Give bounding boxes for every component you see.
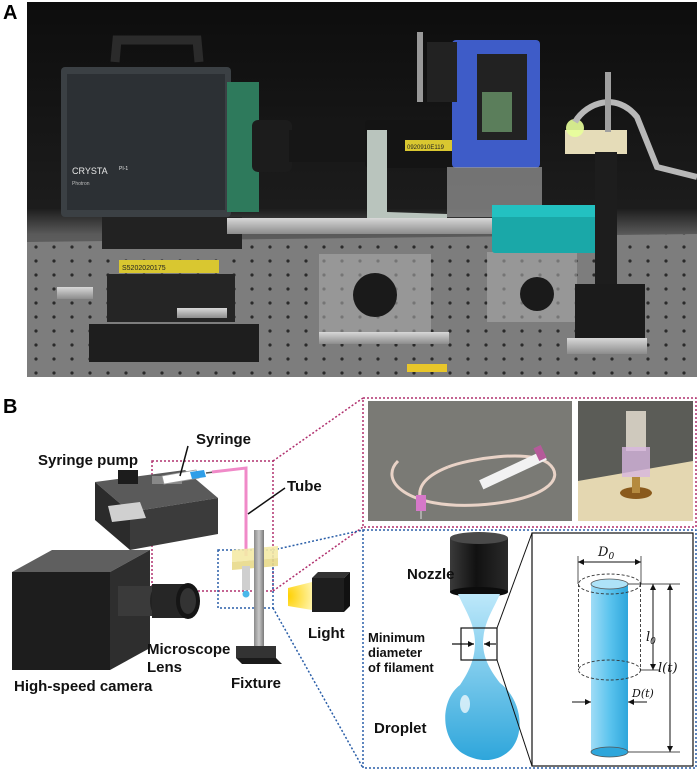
high-speed-camera — [12, 550, 200, 670]
nozzle-detail-frame — [362, 529, 697, 769]
camera-brand: CRYSTA — [72, 166, 108, 176]
nozzle-detail — [445, 532, 533, 767]
label-droplet: Droplet — [374, 720, 427, 737]
experimental-setup-photo: CRYSTA PI-1 Photron S5202020175 0920910E… — [27, 2, 697, 377]
tube-syringe-photo — [368, 401, 572, 521]
label-syringe-pump: Syringe pump — [38, 452, 138, 469]
label-nozzle: Nozzle — [407, 566, 455, 583]
label-dt: D(t) — [631, 687, 654, 700]
label-syringe: Syringe — [196, 431, 251, 448]
syringe — [161, 469, 215, 485]
stage-sticker: S5202020175 — [122, 265, 166, 272]
filament-cylinder — [578, 573, 641, 758]
label-tube: Tube — [287, 478, 322, 495]
label-l0: l0 — [646, 630, 656, 647]
camera-maker: Photron — [72, 181, 90, 187]
label-high-speed-camera: High-speed camera — [14, 678, 153, 695]
label-fixture: Fixture — [231, 675, 281, 692]
tube — [211, 466, 248, 556]
label-lt: l(t) — [658, 661, 678, 676]
photo-inset-frame — [362, 397, 697, 528]
panel-letter-b: B — [3, 396, 18, 418]
label-d0: D0 — [597, 545, 614, 562]
light-source — [288, 572, 350, 612]
zoom-box-nozzle — [217, 549, 274, 609]
syringe-pump — [95, 470, 218, 550]
camera-brand-sub: PI-1 — [119, 166, 128, 172]
nozzle-closeup-photo — [578, 401, 693, 521]
label-light: Light — [308, 625, 345, 642]
panel-letter-a: A — [3, 2, 18, 24]
lens-sticker: 0920910E119 — [407, 145, 445, 151]
fixture-rod — [254, 530, 264, 650]
droplet-shape — [445, 594, 520, 761]
